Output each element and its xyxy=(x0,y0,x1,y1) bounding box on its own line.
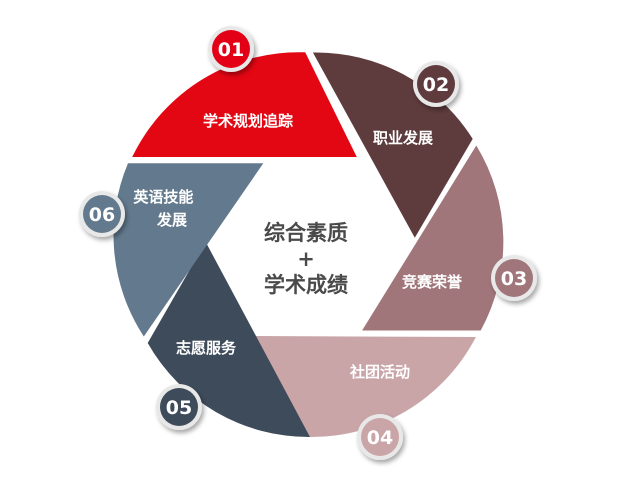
center-line1: 综合素质 xyxy=(264,220,348,245)
segment-06-label: 英语技能 发展 xyxy=(133,188,198,229)
segment-03-label: 竞赛荣誉 xyxy=(402,273,463,291)
segment-01-label: 学术规划追踪 xyxy=(203,112,293,130)
segment-03-shape xyxy=(362,145,504,331)
segment-04-shape xyxy=(251,336,476,438)
segment-06-shape xyxy=(113,163,264,337)
segment-04-label: 社团活动 xyxy=(349,363,410,381)
badge-03 xyxy=(491,255,537,301)
badge-01-number: 01 xyxy=(218,39,244,61)
center-line3: 学术成绩 xyxy=(264,272,348,297)
badge-06-disc xyxy=(83,195,121,233)
segment-06-label-line2: 发展 xyxy=(156,211,187,229)
badge-06 xyxy=(79,191,125,237)
segment-03: 竞赛荣誉 xyxy=(362,145,504,331)
center-caption: 综合素质 + 学术成绩 xyxy=(264,220,348,297)
badge-03-number: 03 xyxy=(501,268,527,290)
segment-05-label: 志愿服务 xyxy=(176,339,237,357)
segment-01: 学术规划追踪 xyxy=(132,52,357,157)
badge-04 xyxy=(357,414,403,460)
badge-06-number: 06 xyxy=(89,204,115,226)
segment-06-label-line1: 英语技能 xyxy=(133,188,193,206)
segment-06: 英语技能 发展 xyxy=(113,163,264,337)
badge-03-disc xyxy=(495,259,533,297)
badge-01 xyxy=(208,26,254,72)
badge-04-number: 04 xyxy=(367,427,393,449)
badge-01-disc xyxy=(212,30,250,68)
badge-02 xyxy=(413,61,459,107)
badge-05-number: 05 xyxy=(166,397,192,419)
segment-04: 社团活动 xyxy=(251,336,476,438)
badge-04-disc xyxy=(361,418,399,456)
badge-02-disc xyxy=(417,65,455,103)
segment-02-label: 职业发展 xyxy=(373,129,433,147)
badge-05-disc xyxy=(160,388,198,426)
center-line2: + xyxy=(297,246,315,271)
badge-02-number: 02 xyxy=(423,74,449,96)
segment-01-shape xyxy=(132,52,357,157)
badge-05 xyxy=(156,384,202,430)
